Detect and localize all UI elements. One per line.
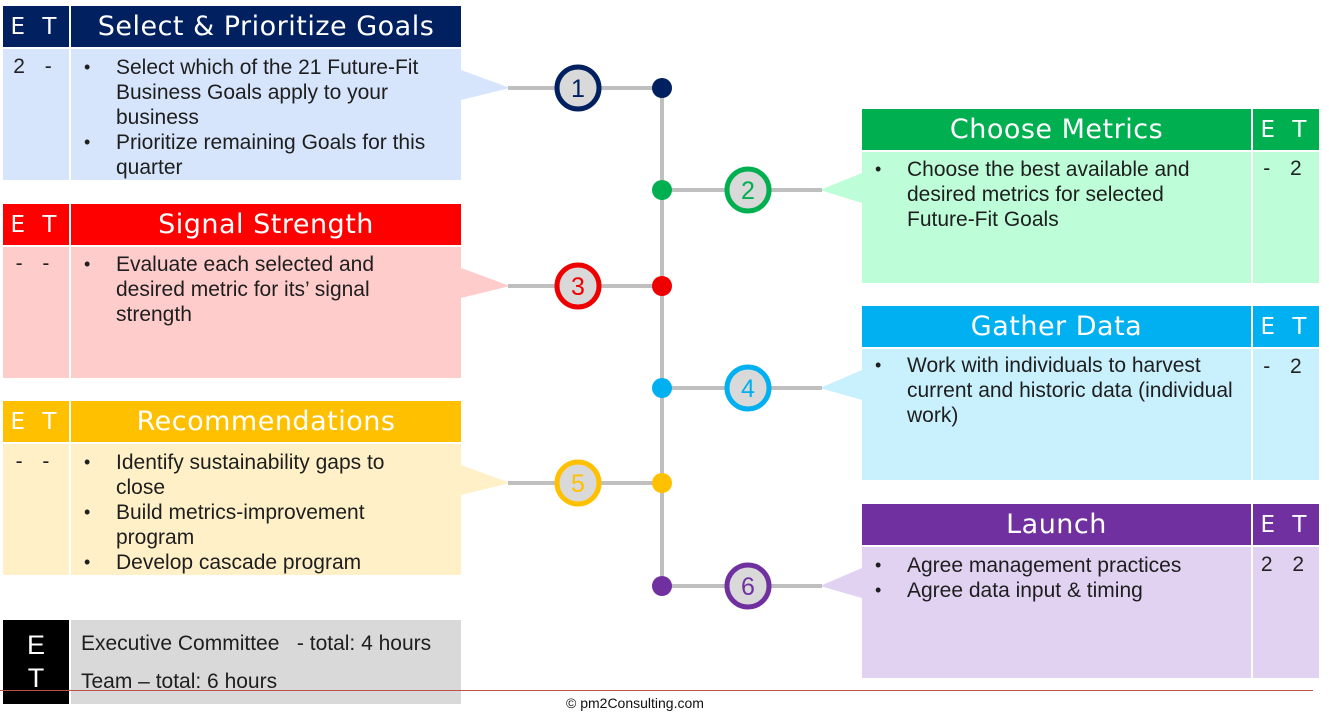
stage-2-divider xyxy=(1251,152,1253,283)
list-item: Evaluate each selected and desired metri… xyxy=(82,252,422,327)
stage-1-title: Select & Prioritize Goals xyxy=(71,6,461,47)
list-item: Identify sustainability gaps to close xyxy=(82,450,402,500)
stage-5-bullets: Identify sustainability gaps to close Bu… xyxy=(82,450,402,575)
step-node-4: 4 xyxy=(724,364,772,412)
stage-4-et-header: E T xyxy=(1253,306,1319,347)
stage-3-et-header: E T xyxy=(3,204,69,245)
legend-key-team: T xyxy=(27,663,45,693)
step-node-2: 2 xyxy=(724,166,772,214)
step-number-6: 6 xyxy=(741,573,755,601)
junction-dot-4 xyxy=(652,378,672,398)
stage-6-et-header: E T xyxy=(1253,504,1319,545)
stage-4-title: Gather Data xyxy=(862,306,1251,347)
footer-copyright: © pm2Consulting.com xyxy=(566,695,704,711)
stage-5-et-header: E T xyxy=(3,401,69,442)
stage-1-et-header: E T xyxy=(3,6,69,47)
stage-6-bullets: Agree management practices Agree data in… xyxy=(873,553,1243,603)
step-number-1: 1 xyxy=(571,75,585,103)
stage-5-divider xyxy=(69,444,71,575)
stage-6-et-values: 2 2 xyxy=(1260,553,1312,576)
junction-dot-3 xyxy=(652,276,672,296)
stage-6-title: Launch xyxy=(862,504,1251,545)
list-item: Work with individuals to harvest current… xyxy=(873,353,1243,428)
junction-dot-5 xyxy=(652,473,672,493)
stage-6-pointer xyxy=(820,568,862,598)
step-number-3: 3 xyxy=(571,273,585,301)
list-item: Select which of the 21 Future-Fit Busine… xyxy=(82,55,454,130)
legend-key: E T xyxy=(3,620,69,704)
step-node-5: 5 xyxy=(554,459,602,507)
stage-2-title: Choose Metrics xyxy=(862,109,1251,150)
list-item: Agree management practices xyxy=(873,553,1243,578)
stage-1-bullets: Select which of the 21 Future-Fit Busine… xyxy=(82,55,454,180)
stage-4-bullets: Work with individuals to harvest current… xyxy=(873,353,1243,428)
stage-5-pointer xyxy=(461,465,510,495)
step-node-6: 6 xyxy=(724,562,772,610)
stage-4-divider xyxy=(1251,349,1253,480)
stage-3-pointer xyxy=(461,268,510,298)
stage-2-pointer xyxy=(820,173,862,203)
list-item: Agree data input & timing xyxy=(873,578,1243,603)
list-item: Develop cascade program xyxy=(82,550,402,575)
stage-5-title: Recommendations xyxy=(71,401,461,442)
step-number-5: 5 xyxy=(571,470,585,498)
junction-dot-2 xyxy=(652,180,672,200)
stage-2-et-header: E T xyxy=(1253,109,1319,150)
list-item: Choose the best available and desired me… xyxy=(873,157,1235,232)
legend-team-text: Team – total: 6 hours xyxy=(81,670,278,693)
junction-dot-1 xyxy=(652,78,672,98)
legend-key-executive: E xyxy=(26,630,45,660)
stage-3-divider xyxy=(69,247,71,378)
step-node-1: 1 xyxy=(554,64,602,112)
stage-6-divider xyxy=(1251,547,1253,678)
stage-5-et-values: - - xyxy=(15,450,57,473)
stage-2-et-values: - 2 xyxy=(1263,157,1309,180)
stage-2-bullets: Choose the best available and desired me… xyxy=(873,157,1235,232)
stage-4-et-values: - 2 xyxy=(1263,355,1309,378)
stage-3-title: Signal Strength xyxy=(71,204,461,245)
step-number-2: 2 xyxy=(741,177,755,205)
stage-1-divider xyxy=(69,49,71,180)
junction-dot-6 xyxy=(652,576,672,596)
stage-1-et-values: 2 - xyxy=(13,55,59,78)
stage-3-bullets: Evaluate each selected and desired metri… xyxy=(82,252,422,327)
stage-1-pointer xyxy=(461,70,510,100)
stage-3-et-values: - - xyxy=(15,252,57,275)
stage-4-pointer xyxy=(820,370,862,400)
list-item: Prioritize remaining Goals for this quar… xyxy=(82,130,454,180)
list-item: Build metrics-improvement program xyxy=(82,500,402,550)
step-number-4: 4 xyxy=(741,375,755,403)
legend-executive-text: Executive Committee - total: 4 hours xyxy=(81,632,432,655)
step-node-3: 3 xyxy=(554,262,602,310)
footer-divider xyxy=(0,690,1313,691)
